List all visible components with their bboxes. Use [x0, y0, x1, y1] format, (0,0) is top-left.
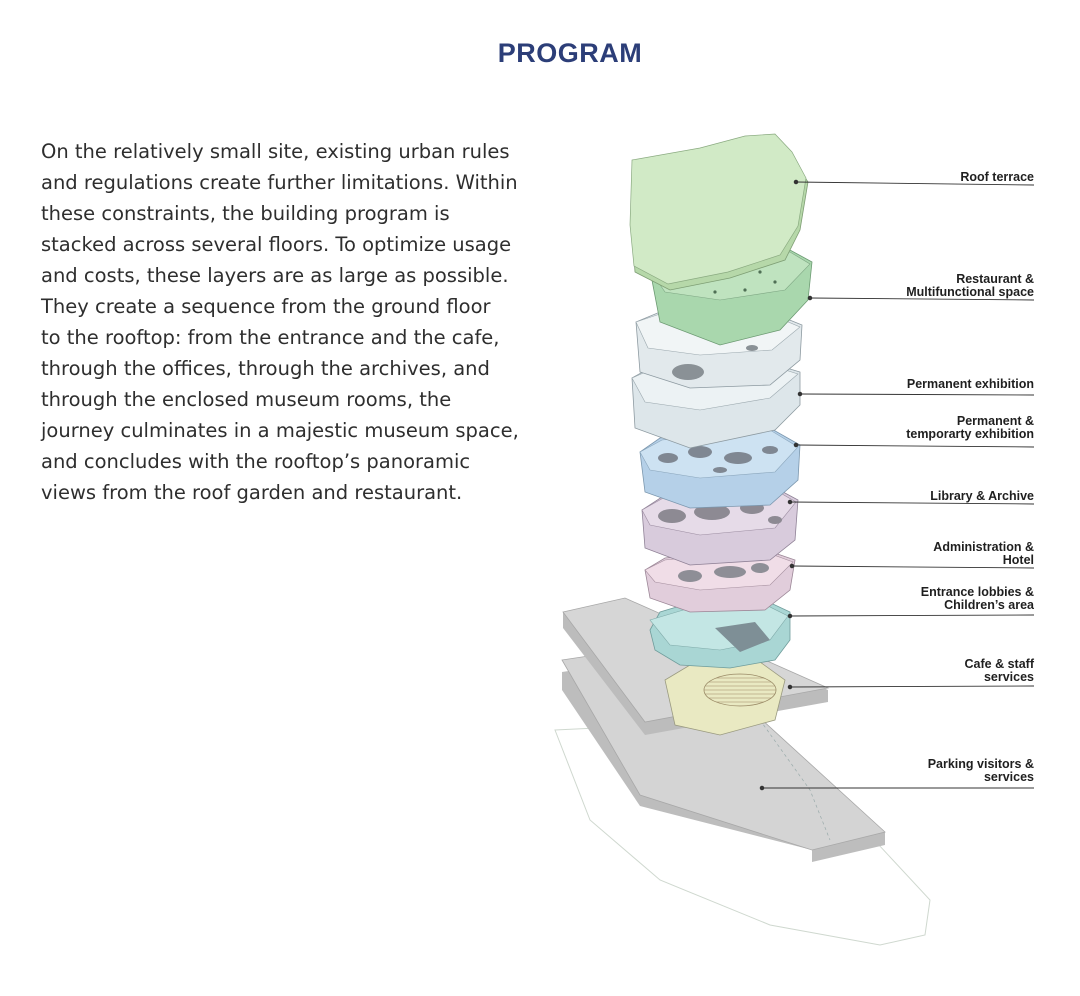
- label-library-archive: Library & Archive: [930, 489, 1034, 503]
- label-parking: Parking visitors & services: [927, 757, 1034, 784]
- paragraph-line: to the rooftop: from the entrance and th…: [41, 326, 500, 349]
- label-temporary-exhibition: Permanent & temporarty exhibition: [906, 414, 1034, 441]
- label-permanent-exhibition: Permanent exhibition: [906, 377, 1034, 391]
- paragraph-line: and costs, these layers are as large as …: [41, 264, 509, 287]
- floor-cafe-yellow: [664, 661, 786, 736]
- paragraph-line: these constraints, the building program …: [41, 202, 450, 225]
- label-entrance-lobbies: Entrance lobbies & Children’s area: [920, 585, 1034, 612]
- paragraph-line: views from the roof garden and restauran…: [41, 481, 463, 504]
- label-cafe-staff: Cafe & staff services: [964, 657, 1034, 684]
- paragraph-line: through the offices, through the archive…: [41, 357, 490, 380]
- paragraph-line: On the relatively small site, existing u…: [41, 140, 510, 163]
- label-restaurant: Restaurant & Multifunctional space: [906, 272, 1034, 299]
- paragraph-line: and regulations create further limitatio…: [41, 171, 518, 194]
- label-roof-terrace: Roof terrace: [960, 170, 1034, 184]
- description-paragraph: On the relatively small site, existing u…: [41, 136, 541, 508]
- leader-lines: [759, 179, 1035, 791]
- floor-roof-terrace: [629, 133, 809, 291]
- paragraph-line: journey culminates in a majestic museum …: [41, 419, 519, 442]
- paragraph-line: and concludes with the rooftop’s panoram…: [41, 450, 471, 473]
- paragraph-line: They create a sequence from the ground f…: [41, 295, 491, 318]
- label-administration-hotel: Administration & Hotel: [933, 540, 1034, 567]
- paragraph-line: stacked across several floors. To optimi…: [41, 233, 512, 256]
- paragraph-line: through the enclosed museum rooms, the: [41, 388, 452, 411]
- page-title: PROGRAM: [497, 38, 643, 68]
